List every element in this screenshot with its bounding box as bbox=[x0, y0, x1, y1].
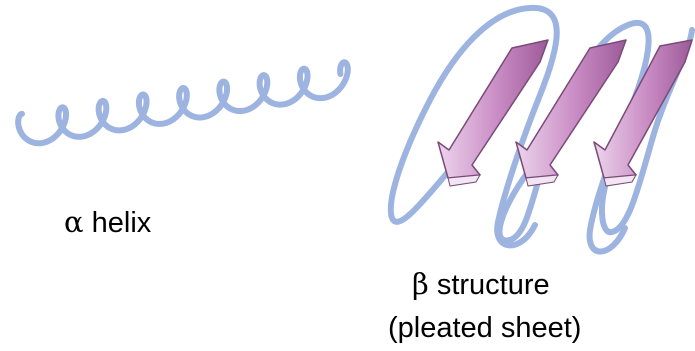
beta-pleated-sheet bbox=[391, 8, 692, 252]
beta-structure-text: structure bbox=[437, 269, 550, 301]
alpha-helix-coil bbox=[18, 62, 348, 143]
alpha-helix-text: helix bbox=[92, 207, 152, 239]
alpha-helix-ribbon bbox=[18, 62, 348, 143]
alpha-helix-label: α helix bbox=[64, 205, 151, 240]
alpha-symbol: α bbox=[64, 205, 84, 239]
beta-symbol: β bbox=[412, 267, 429, 301]
beta-structure-label: β structure bbox=[412, 267, 550, 302]
pleated-sheet-label: (pleated sheet) bbox=[388, 311, 581, 345]
